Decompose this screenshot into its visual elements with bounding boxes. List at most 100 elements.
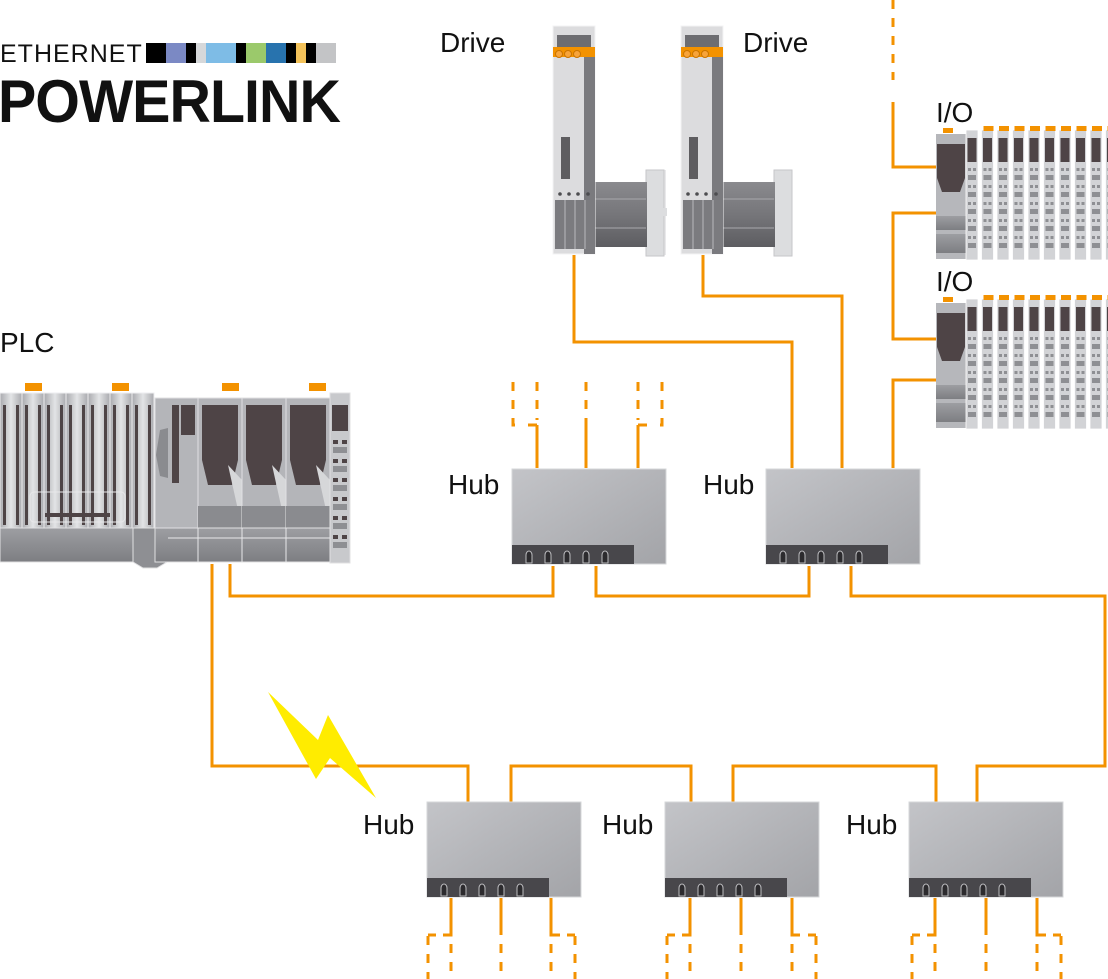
lightning-bolt-icon — [268, 692, 376, 798]
plc-interface-modules — [197, 397, 331, 529]
cable-stub — [927, 898, 937, 937]
logo-stripe — [186, 43, 196, 63]
coupler-window — [937, 313, 965, 361]
logo-stripe — [206, 43, 236, 63]
hub-bottom-2-label: Hub — [602, 809, 653, 840]
terminal-slot — [342, 478, 347, 482]
io-module — [1074, 129, 1087, 261]
plc-device: PLC — [0, 327, 351, 569]
logo-stripe — [236, 43, 246, 63]
io-1-label: I/O — [936, 97, 973, 128]
io-modules — [965, 295, 1108, 430]
drive-side-panel — [712, 56, 723, 254]
cable-io-uplink — [891, 102, 937, 169]
plc-fin-slot — [25, 405, 28, 525]
motor-shaft-tip — [775, 208, 789, 216]
plc-module-window — [202, 405, 238, 485]
io-orange-tab — [999, 295, 1009, 300]
logo-stripe — [306, 43, 316, 63]
io-module — [1012, 129, 1025, 261]
io-orange-tab — [1092, 295, 1102, 300]
logo-stripe — [316, 43, 336, 63]
io-module — [981, 129, 994, 261]
drive-1-label: Drive — [440, 27, 505, 58]
io-module — [1027, 298, 1041, 430]
coupler-base — [936, 385, 966, 399]
plc-power-section — [0, 392, 155, 529]
io-module — [996, 129, 1010, 261]
terminal-slot — [333, 516, 338, 520]
drive-connector — [685, 35, 719, 47]
plc-module-ridge — [228, 465, 242, 510]
extension-cables-dashed — [426, 0, 1063, 979]
motor-shaft-tip — [653, 208, 667, 216]
plc-module-lower — [198, 506, 242, 528]
hub-bottom-3-label: Hub — [846, 809, 897, 840]
io-orange-tab — [1061, 126, 1071, 131]
terminal-body — [329, 392, 351, 564]
io-orange-tab — [1014, 126, 1025, 131]
logo-powerlink-text: POWERLINK — [0, 68, 341, 135]
drive-display — [689, 137, 698, 179]
logo-color-stripes — [146, 43, 336, 63]
plc-terminal-strip — [329, 392, 351, 564]
cable-stub — [549, 898, 560, 937]
io-module — [965, 298, 979, 430]
terminal-slot — [342, 459, 347, 463]
io-bus-coupler — [936, 303, 966, 428]
logo-stripe — [266, 43, 286, 63]
cable-hub-bottom-2-to-3 — [731, 764, 938, 802]
dashed-cable — [653, 382, 664, 427]
plc-module-window — [290, 405, 326, 485]
plc-fin-slot — [60, 405, 63, 525]
logo-stripe — [196, 43, 206, 63]
plc-cpu-window — [181, 405, 195, 435]
hub-bottom-1: Hub — [363, 801, 582, 898]
cable-io2-to-hub — [891, 378, 937, 468]
io-orange-tab — [943, 128, 953, 133]
terminal-slot — [333, 497, 338, 501]
coupler-base — [936, 403, 966, 422]
io-orange-tab — [983, 295, 994, 300]
logo-stripe — [146, 43, 166, 63]
plc-fin-slot — [113, 405, 116, 525]
plc-orange-tab — [25, 383, 42, 391]
plc-fin-bracket — [29, 491, 126, 523]
io-module — [981, 298, 994, 430]
bottom-hub-stubs — [443, 898, 1046, 937]
plc-module-ridge — [316, 465, 330, 510]
plc-fin-slot — [148, 405, 151, 525]
io-orange-tab — [1061, 295, 1071, 300]
terminal-screw — [555, 50, 563, 58]
terminal-slot — [342, 440, 347, 444]
drive-leds — [558, 192, 590, 196]
hub-mid-left-label: Hub — [448, 469, 499, 500]
io-orange-tab — [1076, 295, 1087, 300]
terminal-slot — [342, 535, 347, 539]
motor-body — [594, 182, 647, 247]
coupler-base — [936, 234, 966, 253]
plc-fin-slot — [82, 405, 85, 525]
plc-orange-tab — [309, 383, 326, 391]
plc-base — [0, 527, 134, 563]
plc-fin-slot — [47, 405, 50, 525]
terminal-clamp — [333, 466, 347, 472]
plc-label: PLC — [0, 327, 54, 358]
io-module — [1074, 298, 1087, 430]
terminal-slots — [333, 440, 347, 548]
plc-fin-slot — [126, 405, 129, 525]
io-orange-tab — [1092, 126, 1102, 131]
terminal-window — [332, 405, 348, 431]
io-module — [965, 129, 979, 261]
plc-fin-slot — [104, 405, 107, 525]
cable-stub — [682, 898, 692, 937]
plc-cpu-handle — [156, 428, 168, 478]
coupler-base — [936, 216, 966, 230]
plc-fin-slot — [69, 405, 72, 525]
bottom-dashed-cables — [426, 933, 1063, 979]
dashed-cable — [511, 382, 522, 427]
hub-bottom-1-label: Hub — [363, 809, 414, 840]
io-module — [996, 298, 1010, 430]
hub-bottom-3: Hub — [846, 801, 1064, 898]
terminal-slot — [342, 497, 347, 501]
